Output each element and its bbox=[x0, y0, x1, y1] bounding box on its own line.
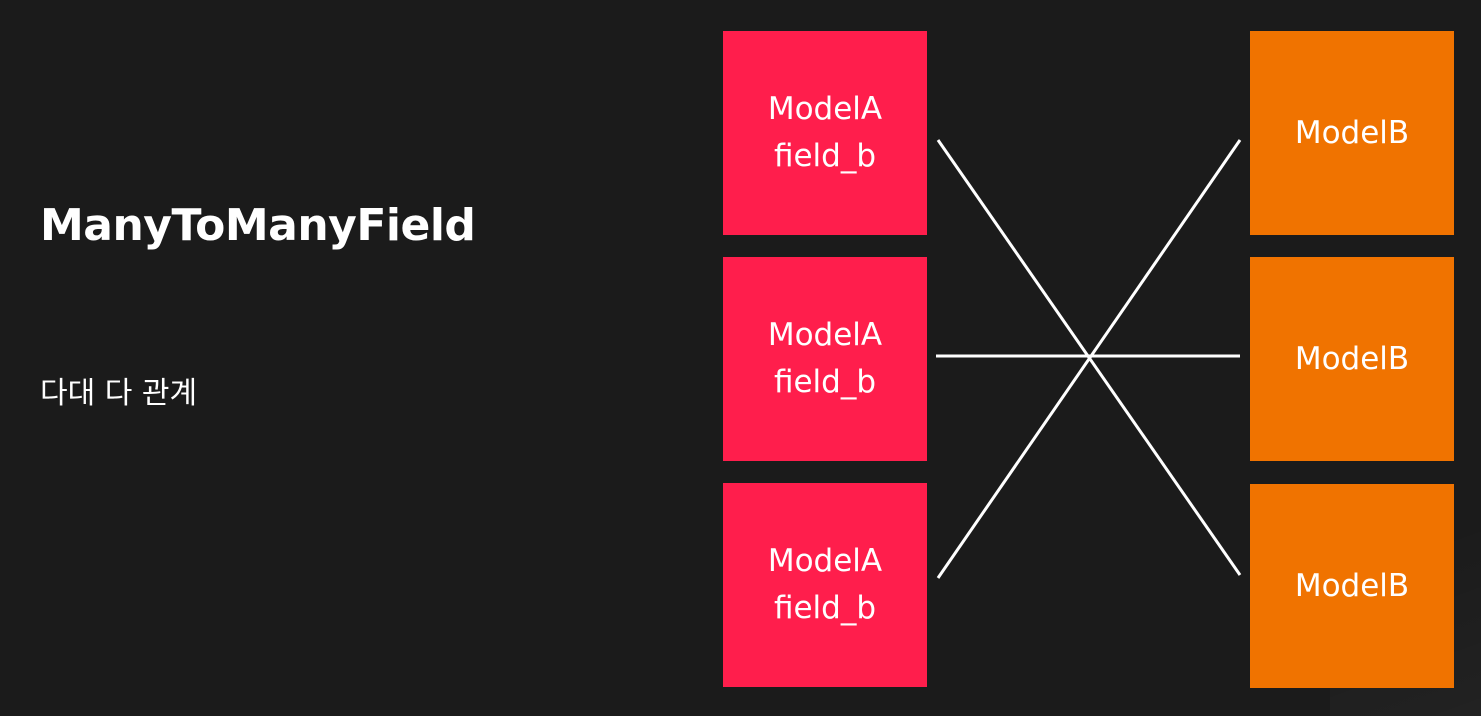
model-b-name: ModelB bbox=[1294, 114, 1410, 151]
slide-title: ManyToManyField bbox=[40, 200, 476, 251]
model-a-name: ModelA bbox=[767, 317, 883, 353]
model-a-box-2: ModelA field_b bbox=[723, 257, 927, 461]
model-b-name: ModelB bbox=[1294, 567, 1410, 604]
model-a-box-1: ModelA field_b bbox=[723, 31, 927, 235]
slide-subtitle: 다대 다 관계 bbox=[40, 376, 198, 411]
model-a-field: field_b bbox=[773, 138, 877, 174]
model-a-name: ModelA bbox=[767, 91, 883, 127]
model-b-name: ModelB bbox=[1294, 340, 1410, 377]
connector-line-a3-b1 bbox=[936, 139, 1242, 579]
model-a-name: ModelA bbox=[767, 543, 883, 579]
model-b-box-3: ModelB bbox=[1250, 484, 1454, 688]
model-b-box-1: ModelB bbox=[1250, 31, 1454, 235]
model-a-field: field_b bbox=[773, 364, 877, 400]
model-a-field: field_b bbox=[773, 590, 877, 626]
model-b-box-2: ModelB bbox=[1250, 257, 1454, 461]
model-a-box-3: ModelA field_b bbox=[723, 483, 927, 687]
